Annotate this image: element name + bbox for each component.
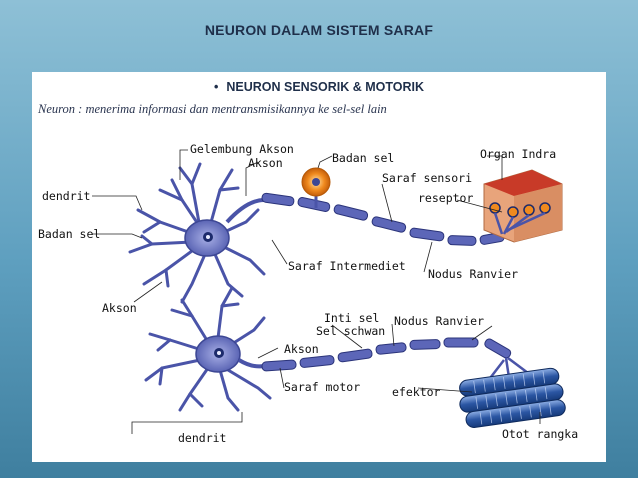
label-nodus-ranvier-top: Nodus Ranvier <box>428 267 518 281</box>
motor-myelin <box>261 337 512 372</box>
label-akson-motor: Akson <box>284 342 319 356</box>
label-inti-sel: Inti sel <box>324 311 379 325</box>
sensory-axon-hillock <box>225 198 265 224</box>
sensory-nucleolus <box>206 235 210 239</box>
label-badan-sel-left: Badan sel <box>38 227 100 241</box>
bullet-text: NEURON SENSORIK & MOTORIK <box>226 80 425 94</box>
label-saraf-intermediet: Saraf Intermediet <box>288 259 406 273</box>
labels: Gelembung Akson Akson Badan sel Organ In… <box>38 142 578 445</box>
sensory-dendrites <box>128 162 266 304</box>
label-akson-left: Akson <box>102 301 137 315</box>
ganglion-nucleus <box>312 178 320 186</box>
label-nodus-ranvier-bottom: Nodus Ranvier <box>394 314 484 328</box>
motor-nucleolus <box>217 351 221 355</box>
label-gelembung-akson: Gelembung Akson <box>190 142 294 156</box>
motor-neuron <box>144 286 566 428</box>
label-reseptor: reseptor <box>418 191 473 205</box>
sensory-neuron <box>128 162 563 304</box>
label-sel-schwan: Sel schwan <box>316 324 385 338</box>
slide-title: NEURON DALAM SISTEM SARAF <box>204 22 434 38</box>
label-dendrit-top: dendrit <box>42 189 90 203</box>
label-akson-top: Akson <box>248 156 283 170</box>
label-organ-indra: Organ Indra <box>480 147 556 161</box>
motor-axon-hillock <box>237 358 265 369</box>
label-saraf-motor: Saraf motor <box>284 380 360 394</box>
motor-dendrites <box>144 286 272 412</box>
sensory-myelin <box>261 192 505 246</box>
label-saraf-sensori: Saraf sensori <box>382 171 472 185</box>
sense-organ <box>483 169 563 243</box>
skeletal-muscle <box>459 367 566 428</box>
content-panel: • NEURON SENSORIK & MOTORIK Neuron : mene… <box>32 72 606 462</box>
label-badan-sel-top: Badan sel <box>332 151 394 165</box>
bullet-heading: • NEURON SENSORIK & MOTORIK <box>32 80 606 94</box>
bullet-dot: • <box>213 80 219 94</box>
label-dendrit-bottom: dendrit <box>178 431 226 445</box>
label-otot-rangka: Otot rangka <box>502 427 578 441</box>
leader-lines <box>92 149 541 434</box>
label-efektor: efektor <box>392 385 441 399</box>
sensory-terminals <box>493 211 546 235</box>
neuron-diagram: Gelembung Akson Akson Badan sel Organ In… <box>38 142 578 445</box>
subtitle: Neuron : menerima informasi dan mentrans… <box>38 102 387 116</box>
